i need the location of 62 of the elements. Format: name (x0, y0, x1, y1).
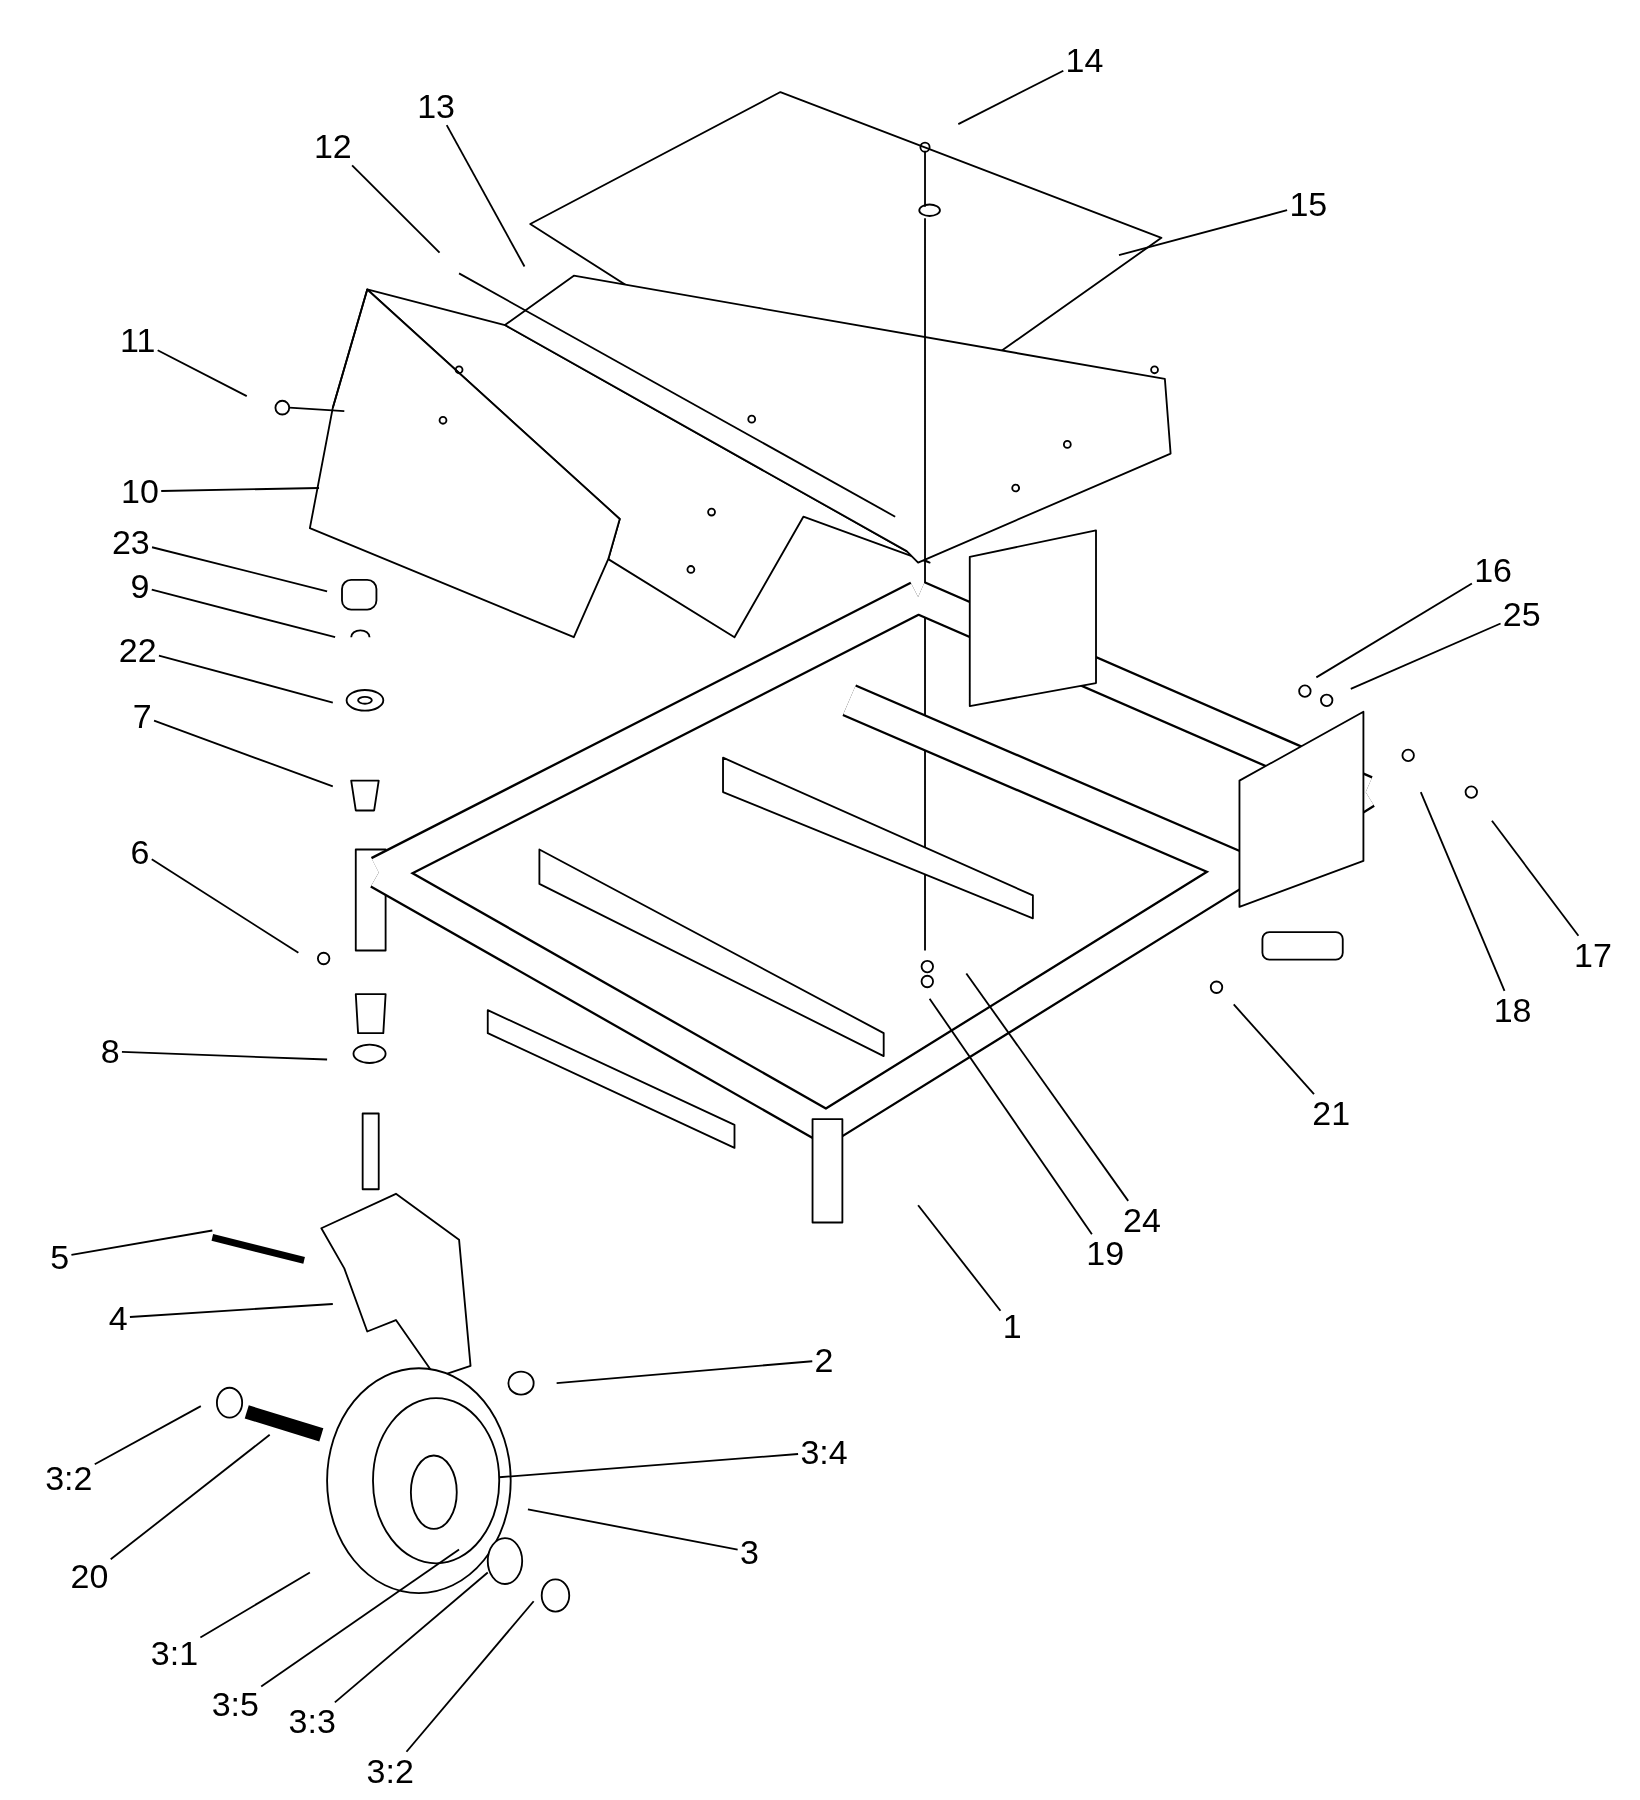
callout-number: 3:5 (211, 1687, 259, 1722)
callout-number: 6 (130, 834, 150, 869)
leader-line (1349, 622, 1502, 690)
leader-line (160, 487, 320, 492)
leader-line (199, 1571, 311, 1639)
leader-line (1315, 582, 1473, 679)
callout-number: 1 (1002, 1308, 1022, 1343)
leader-line (555, 1360, 814, 1385)
callout-number: 21 (1312, 1096, 1351, 1131)
callout-number: 12 (313, 128, 352, 163)
leader-line (333, 1571, 489, 1704)
leader-line (917, 1204, 1002, 1312)
callout-number: 8 (100, 1034, 120, 1069)
callout-number: 4 (108, 1300, 128, 1335)
callout-number: 3:2 (366, 1753, 414, 1788)
leader-line (527, 1508, 739, 1551)
leader-line (150, 588, 337, 639)
callout-number: 23 (111, 524, 150, 559)
callout-number: 14 (1065, 42, 1104, 77)
leader-line (158, 654, 334, 704)
leader-line (1118, 209, 1288, 256)
leader-line (70, 1229, 214, 1256)
leader-line (153, 719, 334, 788)
leader-line (121, 1051, 328, 1061)
callout-number: 16 (1474, 553, 1512, 588)
leader-line (957, 69, 1065, 126)
callout-number: 18 (1493, 992, 1532, 1027)
callout-number: 19 (1086, 1236, 1125, 1271)
leader-line (965, 972, 1130, 1202)
leader-line (1232, 1003, 1315, 1096)
leader-line (156, 349, 248, 398)
callout-number: 2 (814, 1342, 834, 1377)
leader-line (150, 858, 300, 954)
leader-line (445, 124, 526, 268)
callout-number: 3:1 (150, 1635, 199, 1670)
callout-number: 10 (121, 474, 159, 509)
leader-line (351, 164, 441, 254)
callout-number: 5 (50, 1239, 70, 1274)
callout-number: 7 (132, 699, 152, 734)
leader-line (1491, 819, 1580, 937)
callout-number: 17 (1574, 937, 1612, 972)
leader-line (129, 1303, 334, 1318)
callout-number: 25 (1502, 597, 1541, 631)
callout-number: 3:3 (288, 1704, 336, 1739)
callout-number: 13 (417, 88, 455, 123)
leader-line (928, 997, 1093, 1236)
leader-line (1419, 791, 1506, 992)
callout-number: 15 (1289, 187, 1328, 222)
leader-line (93, 1405, 202, 1466)
leader-line (405, 1600, 535, 1753)
callout-number: 11 (120, 322, 156, 357)
callout-number: 24 (1123, 1202, 1161, 1237)
leader-line (260, 1548, 460, 1688)
callout-number: 9 (130, 569, 150, 604)
callout-number: 20 (70, 1558, 109, 1593)
callout-number: 22 (118, 632, 157, 667)
callout-number: 3:4 (800, 1434, 848, 1469)
callout-number: 3:2 (45, 1461, 93, 1496)
leader-line (498, 1453, 799, 1479)
callout-number: 3 (739, 1534, 759, 1569)
leader-line (109, 1433, 271, 1561)
leader-line (151, 546, 328, 593)
